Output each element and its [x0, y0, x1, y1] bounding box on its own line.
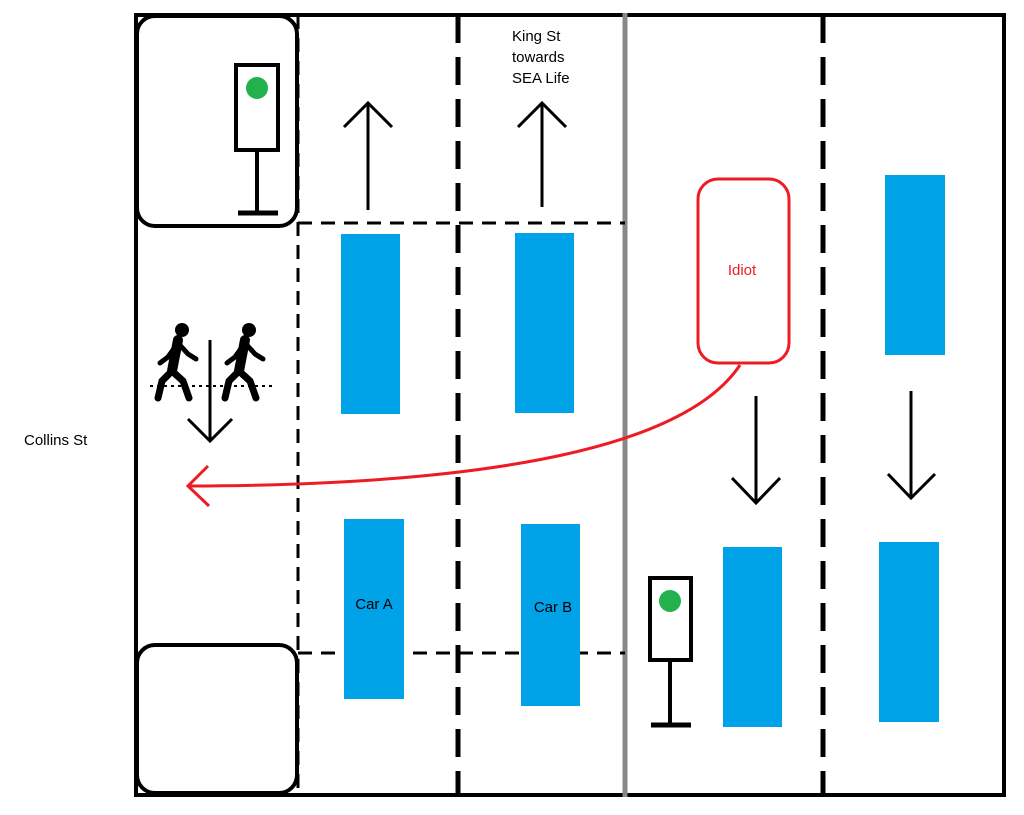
traffic-light-icon — [234, 63, 280, 216]
car-top-middle — [515, 233, 574, 413]
label-idiot: Idiot — [728, 262, 757, 279]
arrow-icon — [185, 464, 211, 508]
arrow-icon — [516, 100, 568, 207]
car-b — [521, 524, 580, 706]
car-down-left — [723, 547, 782, 727]
car-far-right-bottom — [879, 542, 939, 722]
car-a — [344, 519, 404, 699]
label-car-b: Car B — [534, 599, 572, 616]
traffic-light-icon — [648, 576, 693, 728]
label-king-st-2: towards — [512, 49, 565, 66]
car-far-right-top — [885, 175, 945, 355]
arrow-icon — [730, 396, 782, 506]
road-boundary — [134, 13, 1006, 797]
label-collins-st: Collins St — [24, 432, 88, 449]
pedestrian-icon — [154, 323, 199, 402]
arrow-icon — [886, 391, 937, 501]
car-top-left — [341, 234, 400, 414]
label-king-st-1: King St — [512, 28, 561, 45]
idiot-turn-path — [189, 364, 742, 488]
label-king-st-3: SEA Life — [512, 70, 570, 87]
pedestrian-icon — [221, 323, 266, 402]
idiot-car — [696, 177, 791, 365]
corner-island-bottom — [135, 643, 299, 795]
label-car-a: Car A — [355, 596, 393, 613]
arrow-icon — [186, 340, 234, 444]
arrow-icon — [342, 100, 394, 210]
